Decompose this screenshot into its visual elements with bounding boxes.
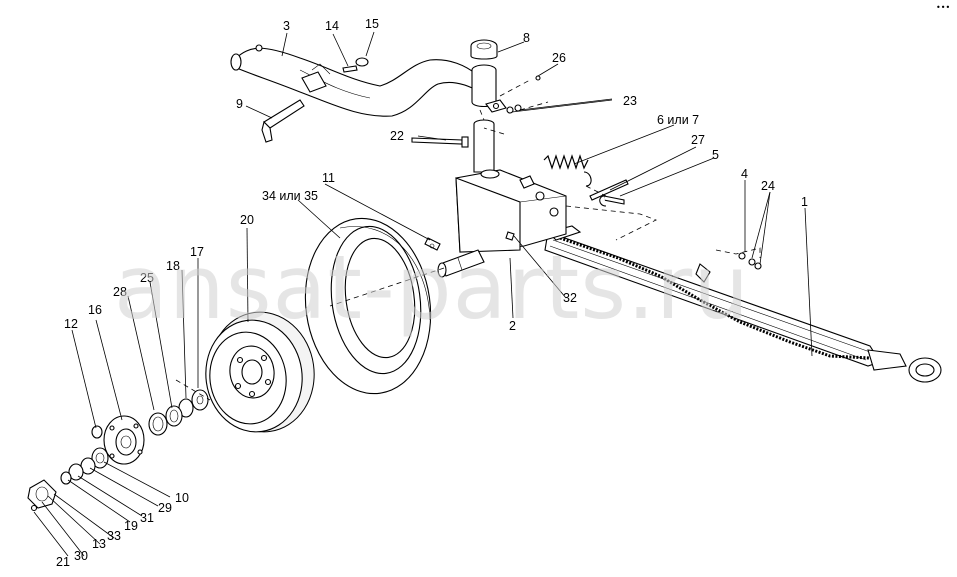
callout-5: 5	[712, 148, 719, 162]
leader-lines	[33, 31, 813, 557]
pin-27	[589, 179, 629, 201]
callout-26: 26	[552, 51, 566, 65]
hub	[103, 415, 145, 465]
callout-31: 31	[140, 511, 154, 525]
callout-4: 4	[741, 167, 748, 181]
callout-13: 13	[92, 537, 106, 551]
cotter-19	[60, 471, 72, 485]
ring	[355, 57, 369, 67]
nut-23a	[506, 106, 514, 114]
callout-24: 24	[761, 179, 775, 193]
callout-16: 16	[88, 303, 102, 317]
hub-cap	[27, 479, 57, 509]
callout-14: 14	[325, 19, 339, 33]
callout-12: 12	[64, 317, 78, 331]
bolt-22	[411, 136, 469, 148]
callout-8: 8	[523, 31, 530, 45]
callout-20: 20	[240, 213, 254, 227]
callout-1: 1	[801, 195, 808, 209]
rim	[205, 311, 315, 433]
corner-mark: •••	[936, 3, 950, 12]
callout-3: 3	[283, 19, 290, 33]
bolt-11	[424, 237, 441, 251]
callout-17: 17	[190, 245, 204, 259]
callout-30: 30	[74, 549, 88, 563]
callout-34: 34 или 35	[262, 189, 318, 203]
callout-18: 18	[166, 259, 180, 273]
callout-32: 32	[563, 291, 577, 305]
bearing-25	[165, 405, 183, 427]
assembly-centerlines	[175, 79, 761, 401]
bushing	[470, 39, 498, 60]
callout-25: 25	[140, 271, 154, 285]
washer-24b	[754, 262, 762, 270]
callout-10: 10	[175, 491, 189, 505]
upper-sleeve	[471, 64, 507, 113]
callout-2: 2	[509, 319, 516, 333]
callout-23: 23	[623, 94, 637, 108]
drawbar	[544, 225, 942, 383]
washer-17	[191, 389, 209, 411]
callout-28: 28	[113, 285, 127, 299]
l-pin	[261, 99, 305, 143]
washer-24a	[748, 258, 756, 266]
race-28	[148, 412, 168, 436]
axle-tube	[230, 44, 481, 117]
spring	[543, 154, 592, 187]
pivot-bracket	[437, 119, 567, 278]
callout-21: 21	[56, 555, 70, 569]
bearing-10	[91, 447, 109, 469]
stud-12	[91, 425, 103, 439]
callout-15: 15	[365, 17, 379, 31]
watermark: ansat-parts.ru	[114, 236, 750, 339]
callout-27: 27	[691, 133, 705, 147]
callout-33: 33	[107, 529, 121, 543]
callout-11: 11	[322, 171, 335, 185]
callout-9: 9	[236, 97, 243, 111]
callout-6: 6 или 7	[657, 113, 699, 127]
callout-19: 19	[124, 519, 138, 533]
callout-22: 22	[390, 129, 404, 143]
callout-labels: 1 2 3 4 5 6 или 7 8 9 10 11 12 13 14 15 …	[56, 17, 808, 569]
hook-5	[599, 195, 625, 207]
nut-31	[68, 463, 84, 481]
pin-32	[505, 231, 515, 241]
pin-26	[535, 75, 541, 81]
nut-4	[738, 252, 746, 260]
callout-29: 29	[158, 501, 172, 515]
bolt-21	[30, 504, 38, 512]
tire	[304, 217, 432, 395]
small-pin	[342, 65, 358, 73]
